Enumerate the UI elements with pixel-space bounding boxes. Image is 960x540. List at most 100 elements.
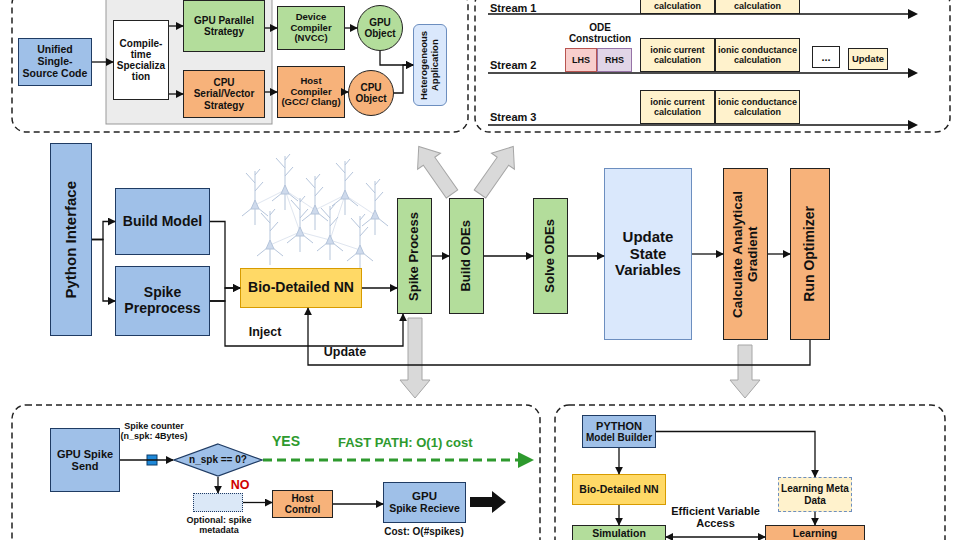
edge-label: Efficient Variable Access [666,505,766,530]
neuron [332,159,358,215]
specialization-region [106,0,272,124]
kernel-box: ionic conductance calculation [715,38,800,72]
connector [656,432,815,478]
neuron [287,196,313,252]
connector [210,288,240,301]
node-text: Device Compiler (NVCC) [280,12,342,44]
network-box: Bio-Detailed NN [572,474,666,505]
network-box: Bio-Detailed NN [240,268,362,308]
object-circle: GPU Object [357,5,403,51]
connector [484,255,533,256]
node-text: Spike Recieve [389,503,460,515]
node-text: Heterogeneous Application [419,27,440,103]
connector [169,93,183,94]
connector [345,27,357,28]
annotation-label: Spike counter (n_spk: 4Bytes) [112,421,196,441]
dashed-panel [555,405,945,540]
connector [308,308,810,365]
connector [568,255,604,256]
kernel-box: ionic conductance calculation [715,90,800,124]
metadata-box: Learning Meta Data [778,477,852,512]
application-box: Heterogeneous Application [413,24,447,106]
node-text: GPU Spike Send [53,448,117,473]
kernel-box: ionic current calculation [640,38,715,72]
node-text: Host Compiler (GCC/ Clang) [280,76,342,108]
stage-box: Spike Process [397,198,432,314]
node-text: calculation [734,1,781,11]
annotation-label: YES [272,434,312,450]
process-box: PYTHONModel Builder [582,415,656,448]
node-text: RHS [605,55,624,65]
annotation-label: Cost: O(#spikes) [374,526,474,537]
node-text: GPU Parallel Strategy [186,15,262,37]
connector [692,253,723,254]
annotation-label: ODE Construction [566,22,634,44]
zoom-arrow [469,138,525,202]
node-text: Build ODEs [459,220,474,292]
node-text: n_spk == 0? [189,454,247,465]
object-circle: CPU Object [348,70,394,116]
connector [210,301,403,346]
connector [768,253,790,254]
process-box: Spike Preprocess [115,266,210,336]
compiler-box: Host Compiler (GCC/ Clang) [277,66,345,118]
stream-label: Stream 1 [490,2,550,14]
node-text: GPU Object [360,17,400,39]
node-text: ... [821,51,830,63]
node-text: Simulation [592,528,646,540]
dashed-panel [12,0,468,132]
connector [243,502,272,503]
zoom-arrow [400,318,430,398]
timeline-head [908,68,918,78]
dashed-panel [475,0,950,132]
stream-timeline [488,72,910,74]
ellipsis-box: ... [812,46,840,68]
node-text: Update State Variables [607,229,689,279]
node-text: Python Interface [63,181,80,299]
process-box: GPUSpike Recieve [383,482,466,523]
node-text: Host Control [275,493,330,515]
process-box: GPU Spike Send [50,428,120,492]
connector [618,505,619,525]
stage-box: Build ODEs [449,198,484,314]
stage-box: Calculate Analytical Gradient [723,168,768,340]
connector [210,222,240,289]
node-text: GPU [412,490,437,503]
node-text: Learning [793,528,837,540]
zoom-arrow [407,138,463,202]
node-text: calculation [654,1,701,11]
connector [345,91,348,92]
neuron [242,169,268,225]
fast-path-arrow [263,459,520,462]
node-text: Unified Single-Source Code [21,44,89,79]
optional-box: Optional: spike metadata [193,493,243,512]
stage-box: Solve ODEs [533,198,568,314]
timeline-head [908,120,918,130]
node-text: Calculate Analytical Gradient [730,171,760,337]
connector [432,255,449,256]
node-text: Run Optimizer [802,206,818,302]
neuron [272,154,298,210]
connector [265,91,277,92]
kernel-box: calculation [715,0,800,14]
edge-label: Inject [235,325,295,339]
connector [92,240,115,302]
strategy-box: GPU Parallel Strategy [183,0,265,52]
stream-label: Stream 2 [490,59,550,71]
connector [618,448,619,474]
stream-label: Stream 3 [490,111,550,123]
node-text: Bio-Detailed NN [579,484,658,496]
fast-path-head [518,452,534,468]
node-text: Solve ODEs [543,219,558,293]
stream-timeline [488,124,910,126]
connector [333,503,383,504]
node-text: ionic current calculation [643,45,712,65]
matrix-box: RHS [597,48,632,72]
neuron [347,214,373,270]
kernel-box: ionic current calculation [640,90,715,124]
kernel-box: calculation [640,0,715,14]
decision-diamond: n_spk == 0? [173,443,263,477]
connector [362,287,397,288]
connector [814,512,815,525]
node-text: ionic current calculation [643,97,712,117]
